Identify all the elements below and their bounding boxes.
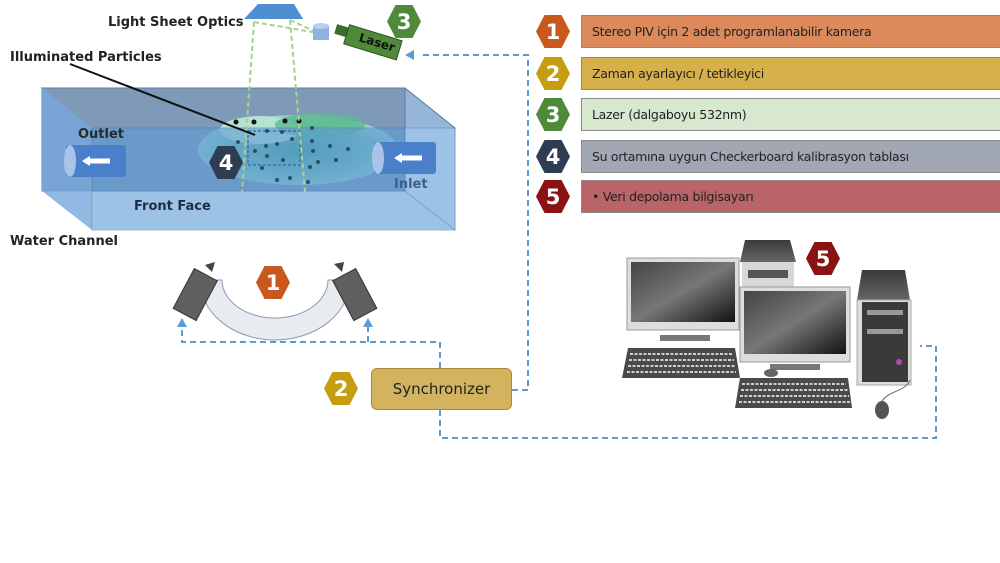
light-sheet-optics	[244, 4, 303, 19]
legend-item: 2 Zaman ayarlayıcı / tetikleyici	[536, 57, 1000, 93]
water-channel	[40, 86, 457, 232]
laser-device	[334, 24, 403, 61]
legend-bar: Su ortamına uygun Checkerboard kalibrasy…	[581, 140, 1000, 173]
synchronizer-label: Synchronizer	[392, 380, 491, 398]
legend-item: 3 Lazer (dalgaboyu 532nm)	[536, 98, 1000, 134]
legend-badge: 3	[536, 98, 570, 131]
connectors	[181, 54, 937, 439]
outlet-label: Outlet	[78, 127, 125, 142]
inlet-pipe	[372, 142, 436, 174]
camera-left	[172, 262, 218, 322]
synchronizer-box: Synchronizer	[371, 368, 512, 410]
sync-to-laser-line	[420, 54, 529, 391]
legend-bar: Stereo PIV için 2 adet programlanabilir …	[581, 15, 1000, 48]
legend-badge: 1	[536, 15, 570, 48]
camera-right	[332, 262, 378, 322]
illuminated-particles-label: Illuminated Particles	[10, 50, 162, 65]
sync-to-computer-line	[439, 345, 937, 439]
inlet-arrow-icon	[394, 153, 402, 163]
arrow-to-right-camera-icon	[363, 318, 373, 327]
legend-bar: Lazer (dalgaboyu 532nm)	[581, 98, 1000, 131]
inlet-label: Inlet	[394, 177, 428, 192]
legend-text: Lazer (dalgaboyu 532nm)	[592, 107, 747, 122]
light-sheet-optics-label: Light Sheet Optics	[108, 15, 244, 30]
front-face-label: Front Face	[134, 199, 211, 214]
legend-item: 1 Stereo PIV için 2 adet programlanabili…	[536, 15, 1000, 51]
legend-badge: 4	[536, 140, 570, 173]
legend-badge: 2	[536, 57, 570, 90]
legend-item: 4 Su ortamına uygun Checkerboard kalibra…	[536, 140, 1000, 176]
legend-item: 5 • Veri depolama bilgisayarı	[536, 180, 1000, 216]
sync-to-cameras-line	[181, 325, 441, 368]
legend-bar: • Veri depolama bilgisayarı	[581, 180, 1000, 213]
outlet-arrow-icon	[82, 156, 90, 166]
computer-workstation	[622, 240, 912, 419]
water-channel-label: Water Channel	[10, 234, 118, 249]
arrow-to-laser-icon	[405, 50, 414, 60]
legend-text: Su ortamına uygun Checkerboard kalibrasy…	[592, 149, 909, 164]
calibration-target	[247, 130, 301, 166]
legend-text: Zaman ayarlayıcı / tetikleyici	[592, 66, 764, 81]
arrow-to-left-camera-icon	[177, 318, 187, 327]
beam-splitter	[313, 23, 329, 40]
legend-text: Stereo PIV için 2 adet programlanabilir …	[592, 24, 872, 39]
computer-badge: 5	[806, 242, 840, 275]
legend-text: • Veri depolama bilgisayarı	[592, 189, 754, 204]
legend-badge: 5	[536, 180, 570, 213]
particles-pointer-line	[69, 63, 256, 136]
outlet-pipe	[64, 145, 126, 177]
legend-bar: Zaman ayarlayıcı / tetikleyici	[581, 57, 1000, 90]
calibration-badge: 4	[209, 146, 243, 179]
particles	[233, 118, 350, 184]
